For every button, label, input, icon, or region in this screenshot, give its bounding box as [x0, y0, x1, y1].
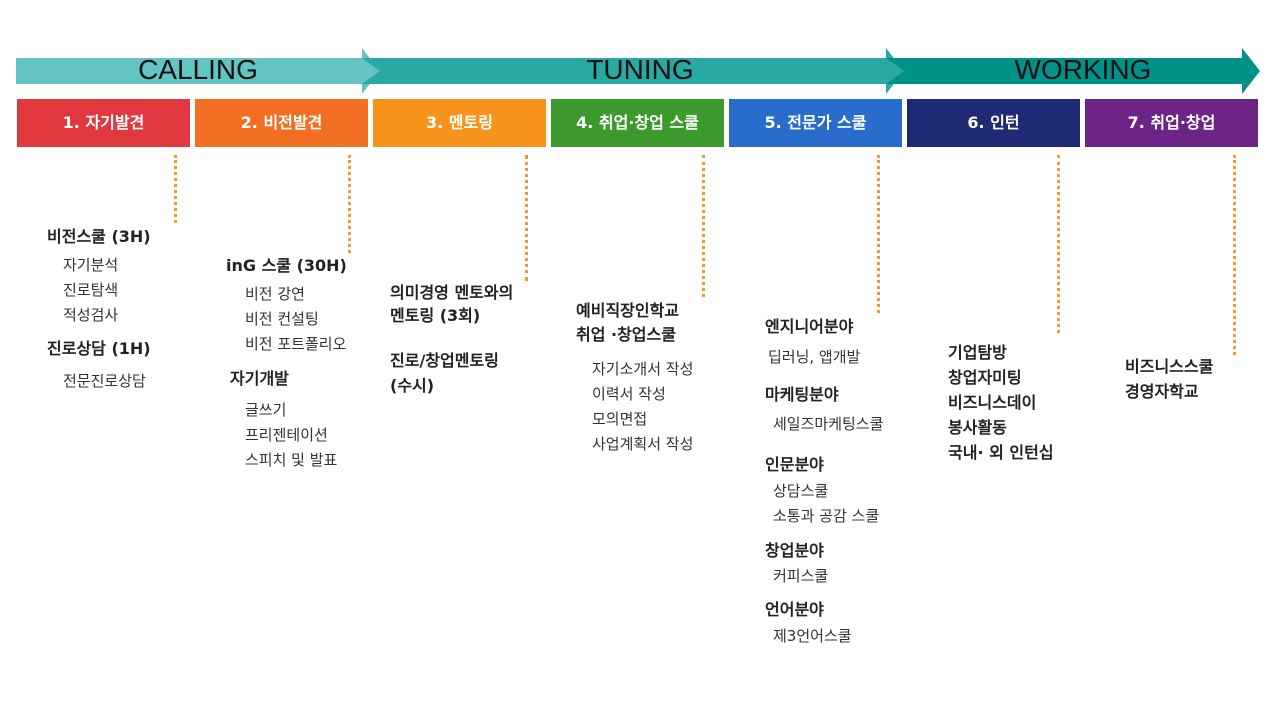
- col5-item: 상담스쿨: [773, 482, 829, 500]
- col6-item: 기업탐방: [948, 343, 1007, 362]
- step-2: 2. 비전발견: [195, 99, 368, 147]
- connector-3: [525, 155, 528, 281]
- step-3: 3. 멘토링: [373, 99, 546, 147]
- working-arrow: [886, 48, 1260, 94]
- col5-item: 제3언어스쿨: [773, 627, 852, 645]
- col6-item: 비즈니스데이: [948, 393, 1037, 412]
- connector-1: [174, 155, 177, 223]
- col2-heading-ing-school: inG 스쿨 (30H): [226, 256, 347, 275]
- calling-arrow: [16, 48, 380, 94]
- col5-item: 커피스쿨: [773, 567, 829, 585]
- col6-item: 국내· 외 인턴십: [948, 443, 1054, 462]
- col1-item: 전문진로상담: [63, 372, 146, 390]
- tuning-arrow: [362, 48, 904, 94]
- step-5: 5. 전문가 스쿨: [729, 99, 902, 147]
- col7-item: 경영자학교: [1125, 382, 1199, 401]
- step-7: 7. 취업·창업: [1085, 99, 1258, 147]
- phase-working: WORKING: [1014, 54, 1152, 85]
- col5-heading-humanities: 인문분야: [765, 455, 824, 474]
- phase-tuning: TUNING: [586, 54, 694, 85]
- col4-item: 모의면접: [592, 410, 648, 428]
- connector-6: [1057, 155, 1060, 333]
- col7-item: 비즈니스스쿨: [1125, 357, 1214, 376]
- col5-heading-language: 언어분야: [765, 600, 824, 619]
- col5-item: 딥러닝, 앱개발: [768, 348, 861, 366]
- col1-item: 진로탐색: [63, 281, 119, 299]
- col3-heading-career-mentoring-a: 진로/창업멘토링: [390, 351, 499, 370]
- connector-7: [1233, 155, 1236, 355]
- col1-heading-career-counsel: 진로상담 (1H): [47, 339, 151, 358]
- connector-5: [877, 155, 880, 313]
- col3-heading-mentoring-a: 의미경영 멘토와의: [390, 283, 514, 302]
- col2-item: 글쓰기: [245, 401, 287, 419]
- connector-4: [702, 155, 705, 297]
- col5-heading-startup: 창업분야: [765, 541, 824, 560]
- col2-item: 비전 포트폴리오: [245, 335, 347, 353]
- col1-item: 자기분석: [63, 256, 119, 274]
- col4-item: 자기소개서 작성: [592, 360, 694, 378]
- col5-item: 소통과 공감 스쿨: [773, 507, 880, 525]
- col6-item: 봉사활동: [948, 418, 1007, 437]
- col5-heading-marketing: 마케팅분야: [765, 385, 839, 404]
- step-6: 6. 인턴: [907, 99, 1080, 147]
- col5-item: 세일즈마케팅스쿨: [773, 415, 884, 433]
- connector-2: [348, 155, 351, 253]
- col2-item: 스피치 및 발표: [245, 451, 338, 469]
- phase-calling: CALLING: [138, 54, 258, 85]
- col3-heading-mentoring-b: 멘토링 (3회): [390, 306, 481, 325]
- col3-heading-career-mentoring-b: (수시): [390, 376, 435, 395]
- col2-item: 프리젠테이션: [245, 426, 328, 444]
- col4-heading-a: 예비직장인학교: [576, 301, 680, 320]
- step-1: 1. 자기발견: [17, 99, 190, 147]
- col4-heading-b: 취업 ·창업스쿨: [576, 325, 676, 344]
- col1-item: 적성검사: [63, 306, 119, 324]
- col5-heading-engineer: 엔지니어분야: [765, 317, 854, 336]
- col2-heading-self-development: 자기개발: [230, 369, 289, 388]
- col1-heading-vision-school: 비전스쿨 (3H): [47, 227, 151, 246]
- col2-item: 비전 강연: [245, 285, 305, 303]
- col4-item: 사업계획서 작성: [592, 435, 694, 453]
- col2-item: 비전 컨설팅: [245, 310, 319, 328]
- col6-item: 창업자미팅: [948, 368, 1022, 387]
- col4-item: 이력서 작성: [592, 385, 666, 403]
- step-4: 4. 취업·창업 스쿨: [551, 99, 724, 147]
